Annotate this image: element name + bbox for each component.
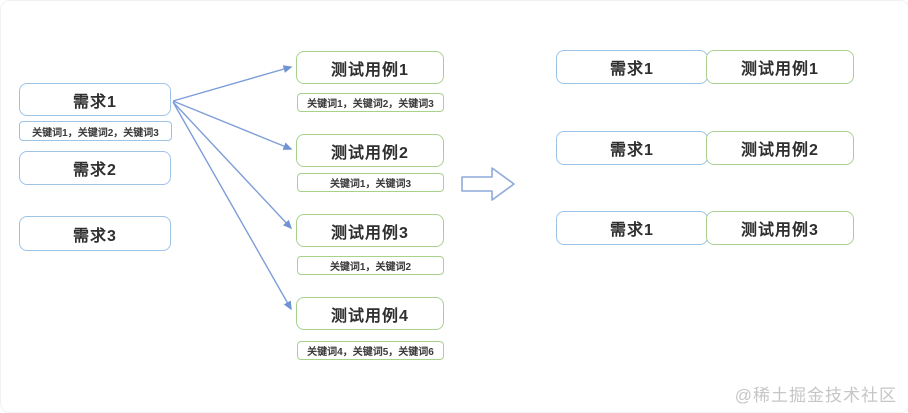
match-2-requirement-box: 需求1 (556, 131, 708, 165)
testcase-box-3: 测试用例3 (296, 214, 444, 247)
transform-arrow-icon (461, 167, 515, 201)
requirement-box-1: 需求1 (19, 83, 171, 116)
match-1-testcase-box: 测试用例1 (706, 50, 854, 84)
match-1-requirement-box: 需求1 (556, 50, 708, 84)
keywords-label: 关键词1，关键词2 (329, 262, 412, 273)
requirement-1-keywords-box: 关键词1，关键词2，关键词3 (19, 121, 172, 141)
keywords-label: 关键词4，关键词5，关键词6 (307, 347, 434, 358)
arrow-req1-to-case1 (172, 65, 293, 102)
requirement-label: 需求2 (73, 162, 117, 179)
requirement-box-2: 需求2 (19, 151, 171, 185)
testcase-label: 测试用例3 (331, 224, 409, 242)
match-2-testcase-box: 测试用例2 (706, 131, 854, 165)
keywords-label: 关键词1，关键词2，关键词3 (32, 127, 159, 139)
keywords-label: 关键词1，关键词2，关键词3 (307, 99, 434, 110)
testcase-label: 测试用例1 (331, 61, 409, 79)
requirement-label: 需求1 (610, 61, 654, 78)
testcase-box-1: 测试用例1 (296, 51, 444, 84)
testcase-label: 测试用例1 (741, 61, 819, 78)
testcase-box-4: 测试用例4 (296, 297, 444, 330)
testcase-4-keywords-box: 关键词4，关键词5，关键词6 (297, 341, 444, 360)
testcase-2-keywords-box: 关键词1，关键词3 (297, 173, 444, 192)
requirement-label: 需求1 (610, 222, 654, 239)
testcase-3-keywords-box: 关键词1，关键词2 (297, 256, 444, 275)
arrow-req1-to-case3 (172, 101, 293, 230)
testcase-label: 测试用例2 (331, 144, 409, 162)
testcase-label: 测试用例4 (331, 307, 409, 325)
testcase-box-2: 测试用例2 (296, 134, 444, 167)
requirement-label: 需求1 (610, 142, 654, 159)
testcase-label: 测试用例3 (741, 222, 819, 239)
testcase-label: 测试用例2 (741, 142, 819, 159)
arrow-req1-to-case2 (172, 100, 293, 150)
keywords-label: 关键词1，关键词3 (329, 179, 412, 190)
watermark: @稀土掘金技术社区 (734, 386, 897, 405)
testcase-1-keywords-box: 关键词1，关键词2，关键词3 (297, 93, 444, 112)
requirement-box-3: 需求3 (19, 216, 171, 251)
match-3-requirement-box: 需求1 (556, 211, 708, 245)
arrow-req1-to-case4 (172, 101, 292, 311)
match-3-testcase-box: 测试用例3 (706, 211, 854, 245)
requirement-label: 需求1 (73, 93, 117, 111)
requirement-label: 需求3 (73, 227, 117, 245)
